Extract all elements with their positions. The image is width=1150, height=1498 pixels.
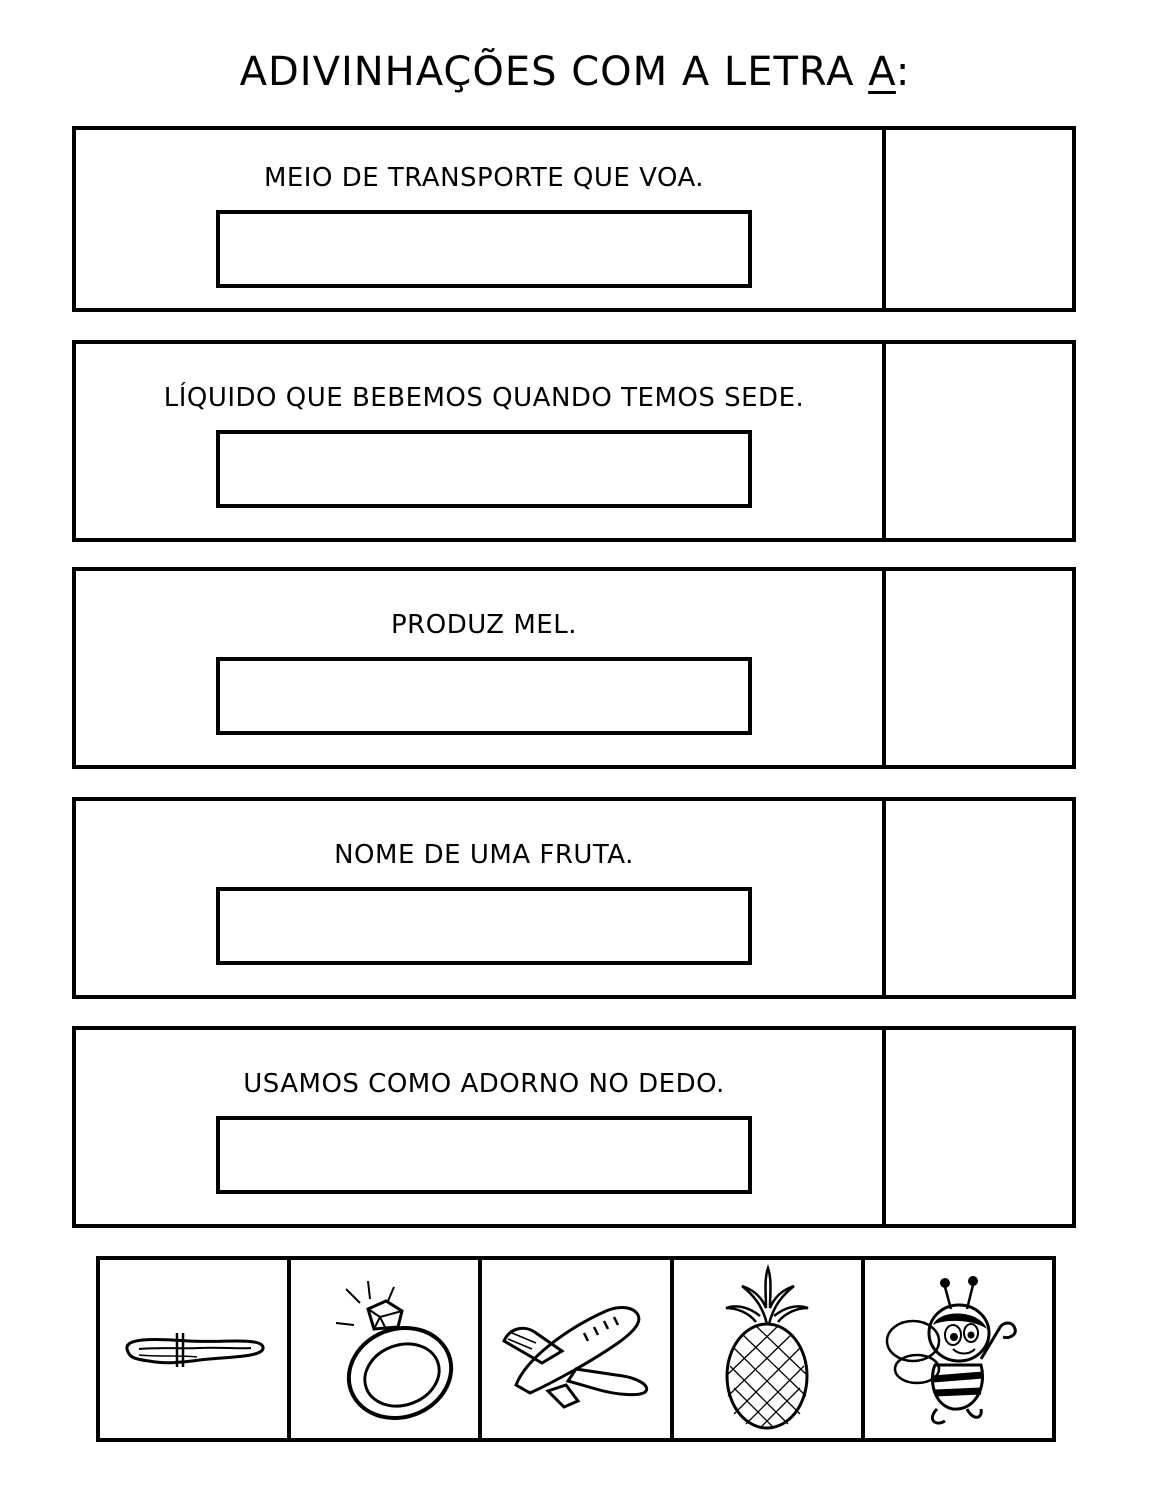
picture-drop-cell[interactable]: [882, 1030, 1072, 1224]
picture-cell[interactable]: [291, 1260, 483, 1438]
picture-strip: [96, 1256, 1056, 1442]
airplane-icon: [502, 1306, 649, 1409]
riddle-airplane: MEIO DE TRANSPORTE QUE VOA.: [72, 126, 1076, 312]
riddle-clue: MEIO DE TRANSPORTE QUE VOA.: [263, 163, 705, 193]
page-title: ADIVINHAÇÕES COM A LETRA A:: [0, 42, 1150, 102]
riddle-pineapple: NOME DE UMA FRUTA.: [72, 797, 1076, 999]
picture-cell[interactable]: [674, 1260, 865, 1438]
riddle-bee: PRODUZ MEL.: [72, 567, 1076, 769]
title-prefix: ADIVINHAÇÕES COM A LETRA: [239, 49, 869, 95]
answer-write-box[interactable]: [216, 210, 752, 288]
pineapple-icon: [725, 1264, 809, 1430]
water-puddle-icon: [125, 1333, 265, 1367]
riddle-water: LÍQUIDO QUE BEBEMOS QUANDO TEMOS SEDE.: [72, 340, 1076, 542]
picture-cell[interactable]: [482, 1260, 674, 1438]
riddle-ring: USAMOS COMO ADORNO NO DEDO.: [72, 1026, 1076, 1228]
answer-write-box[interactable]: [216, 887, 752, 965]
picture-drop-cell[interactable]: [882, 571, 1072, 765]
bee-icon: [886, 1276, 1018, 1425]
diamond-ring-icon: [335, 1280, 453, 1421]
picture-cell[interactable]: [865, 1260, 1052, 1438]
riddle-clue: PRODUZ MEL.: [391, 610, 577, 640]
picture-cell[interactable]: [100, 1260, 292, 1438]
picture-drop-cell[interactable]: [882, 801, 1072, 995]
title-letter: A: [868, 49, 896, 95]
riddle-clue: USAMOS COMO ADORNO NO DEDO.: [243, 1069, 725, 1099]
picture-drop-cell[interactable]: [882, 130, 1072, 308]
title-suffix: :: [895, 49, 911, 95]
answer-write-box[interactable]: [216, 1116, 752, 1194]
answer-write-box[interactable]: [216, 430, 752, 508]
riddle-clue: LÍQUIDO QUE BEBEMOS QUANDO TEMOS SEDE.: [163, 383, 805, 413]
picture-drop-cell[interactable]: [882, 344, 1072, 538]
riddle-clue: NOME DE UMA FRUTA.: [334, 840, 634, 870]
answer-write-box[interactable]: [216, 657, 752, 735]
